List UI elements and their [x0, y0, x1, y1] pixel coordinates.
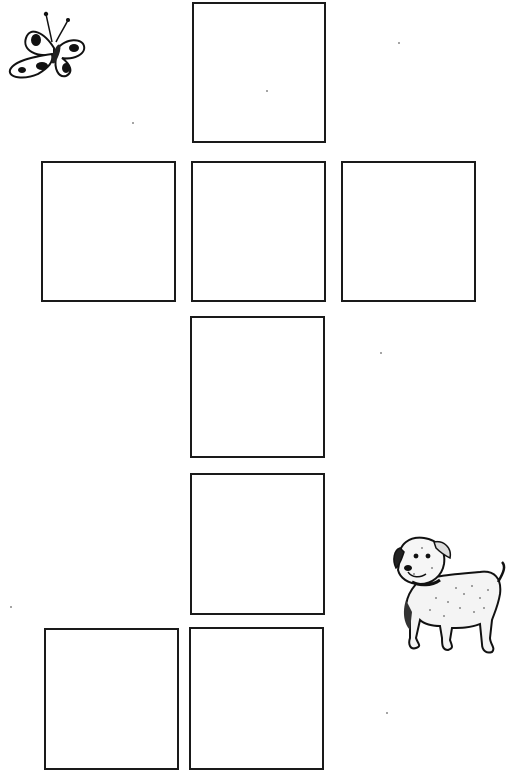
scan-speck [10, 606, 12, 608]
net-square-middle [190, 316, 325, 458]
dog-icon [386, 528, 508, 656]
net-square-right [341, 161, 476, 302]
scan-speck [398, 42, 400, 44]
butterfly-icon [4, 8, 88, 82]
net-square-bottom-right [189, 627, 324, 770]
net-square-center [191, 161, 326, 302]
scan-speck [386, 712, 388, 714]
net-square-bottom-left [44, 628, 179, 770]
scan-speck [132, 122, 134, 124]
scan-speck [266, 90, 268, 92]
net-square-lower [190, 473, 325, 615]
scan-speck [380, 352, 382, 354]
net-square-left [41, 161, 176, 302]
net-square-top [192, 2, 326, 143]
